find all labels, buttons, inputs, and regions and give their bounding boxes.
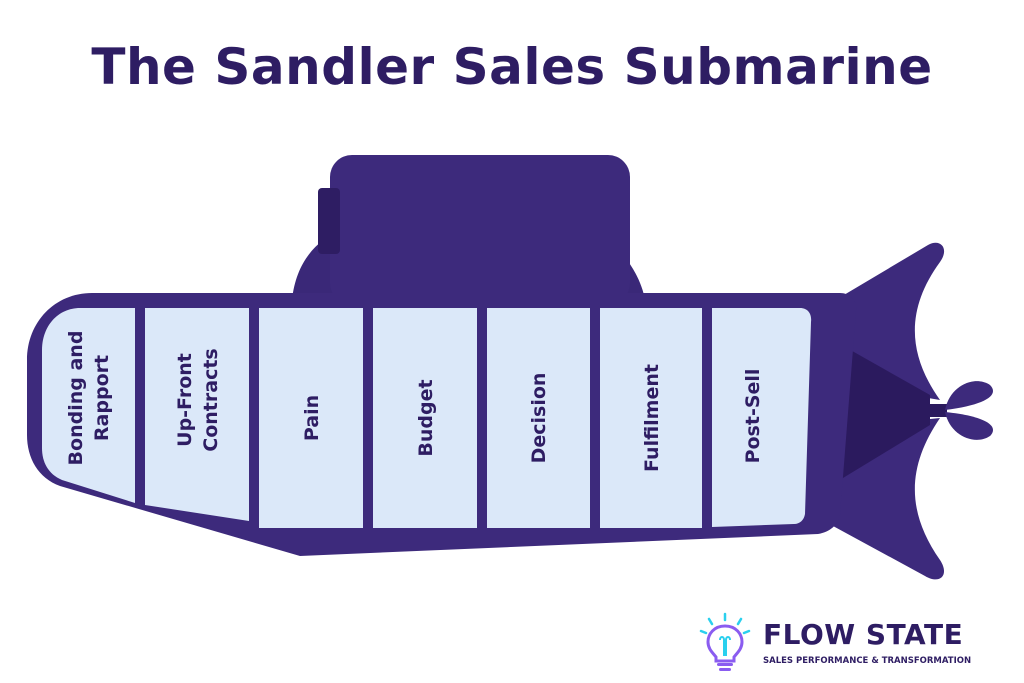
compartment-1: [42, 308, 135, 503]
compartment-4: [373, 308, 477, 528]
lightbulb-icon: [699, 612, 751, 671]
tower-hatch: [318, 188, 340, 254]
stage-label-decision: Decision: [528, 373, 550, 464]
stage-label-bonding-rapport: Bonding and Rapport: [65, 331, 113, 466]
svg-text:Fulfilment: Fulfilment: [641, 364, 663, 472]
propeller-blade-top: [945, 381, 993, 410]
stage-label-fulfilment: Fulfilment: [641, 364, 663, 472]
compartment-2: [145, 308, 249, 521]
flow-state-logo: FLOW STATE SALES PERFORMANCE & TRANSFORM…: [697, 612, 997, 674]
compartment-3: [259, 308, 363, 528]
svg-text:Up-Front: Up-Front: [174, 353, 196, 447]
svg-text:Contracts: Contracts: [200, 348, 222, 451]
svg-text:Post-Sell: Post-Sell: [742, 369, 764, 464]
compartment-6: [600, 308, 702, 528]
compartment-7: [712, 308, 812, 527]
conning-tower: [330, 155, 630, 305]
logo-tagline: SALES PERFORMANCE & TRANSFORMATION: [763, 656, 972, 666]
svg-text:Pain: Pain: [301, 395, 323, 441]
stage-label-budget: Budget: [415, 379, 437, 456]
propeller-blade-bottom: [945, 412, 993, 440]
compartment-5: [487, 308, 590, 528]
logo-name: FLOW STATE: [763, 618, 964, 651]
propeller-shaft: [925, 404, 947, 417]
svg-text:Bonding and: Bonding and: [65, 331, 87, 466]
stage-label-pain: Pain: [301, 395, 323, 441]
svg-text:Decision: Decision: [528, 373, 550, 464]
stage-label-up-front-contracts: Up-Front Contracts: [174, 348, 222, 451]
stage-label-post-sell: Post-Sell: [742, 369, 764, 464]
diagram-title: The Sandler Sales Submarine: [91, 38, 933, 96]
svg-text:Budget: Budget: [415, 379, 437, 456]
svg-text:Rapport: Rapport: [91, 355, 113, 441]
